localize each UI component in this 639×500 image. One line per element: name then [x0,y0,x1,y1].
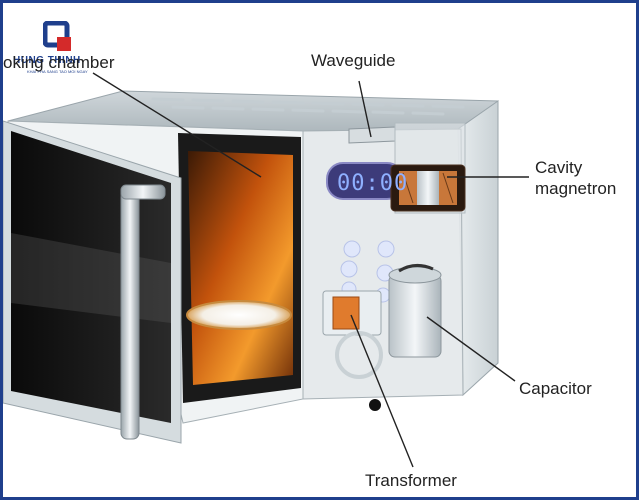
logo-icon [43,21,71,51]
waveguide-part [348,126,396,144]
leader-lines [92,72,529,468]
turntable-plate [186,300,292,330]
label-magnetron: magnetron [535,179,617,198]
label-waveguide: Waveguide [311,51,396,70]
door-handle-top [120,184,166,200]
label-cavity-magnetron: Cavity magnetron [535,157,616,199]
label-capacitor: Capacitor [519,379,592,398]
magnetron [390,164,466,212]
label-cooking-chamber: oking chamber [3,53,115,72]
door-handle [120,190,140,440]
capacitor-part [388,264,442,358]
brand-logo: HUNG THINH KHAI PHA SANG TAO MOI NGAY [3,19,113,75]
foot [369,399,381,411]
cooking-chamber [188,151,293,385]
microwave-illustration [3,72,529,468]
label-transformer: Transformer [365,471,457,490]
logo-name: HUNG THINH [13,55,81,66]
logo-tagline: KHAI PHA SANG TAO MOI NGAY [27,69,88,74]
display-time: 00:00 [337,171,409,196]
transformer-part [322,290,382,336]
top-vents [151,97,465,116]
label-cavity: Cavity [535,158,583,177]
